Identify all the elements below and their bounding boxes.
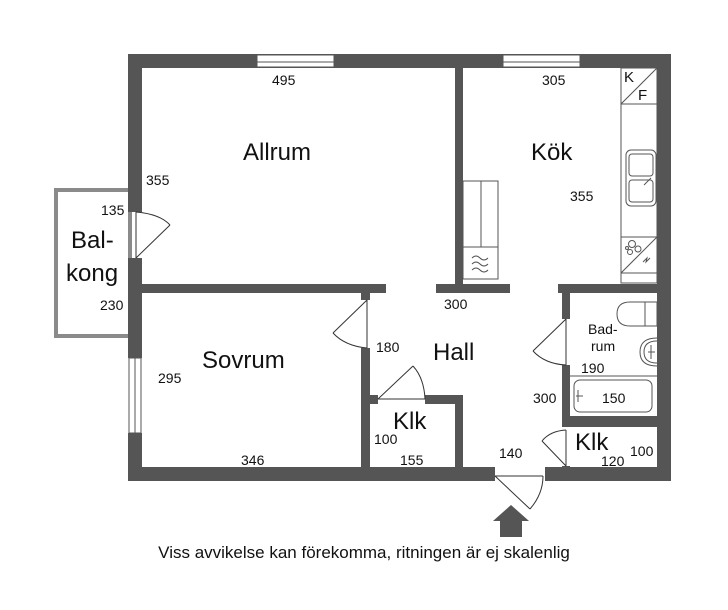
door-balcony[interactable] (135, 211, 171, 259)
window-kok (502, 54, 581, 68)
room-label-sovrum: Sovrum (202, 347, 285, 374)
room-label-allrum: Allrum (243, 139, 311, 166)
dim-allrum-width: 495 (272, 72, 296, 88)
dim-hall-entrance: 140 (499, 445, 523, 461)
dim-hall-top: 300 (444, 296, 468, 312)
window-sovrum (128, 357, 142, 434)
dim-klk-left-a: 100 (374, 431, 398, 447)
dim-allrum-depth: 355 (146, 172, 170, 188)
dim-klk-left-b: 155 (400, 452, 424, 468)
dim-kok-depth: 355 (570, 188, 594, 204)
stove-icon (625, 240, 651, 264)
room-label-klk-right: Klk (575, 429, 609, 456)
dim-sovrum-depth: 295 (158, 370, 182, 386)
door-badrum[interactable] (532, 318, 567, 366)
door-klk-left[interactable] (377, 365, 426, 400)
room-label-hall: Hall (433, 339, 474, 366)
freezer-label: F (638, 87, 647, 104)
dim-bathtub: 150 (602, 390, 626, 406)
sink-icon (625, 149, 657, 207)
ventilation-icon (471, 255, 489, 273)
dim-klk-right-b: 100 (630, 443, 654, 459)
dim-hall-right: 300 (533, 390, 557, 406)
fridge-label: K (624, 69, 634, 86)
door-klk-right[interactable] (541, 429, 567, 467)
dim-balkong-a: 135 (101, 202, 125, 218)
interior-walls (128, 54, 671, 481)
kitchen-cabinet-unit (462, 180, 499, 280)
dim-klk-right-a: 120 (601, 453, 625, 469)
entrance-arrow-icon (493, 505, 529, 537)
room-label-badrum-2: rum (591, 338, 615, 354)
dim-balkong-b: 230 (100, 297, 124, 313)
kitchen-counter (620, 67, 658, 284)
room-label-balkong-2: kong (66, 260, 118, 287)
disclaimer-caption: Viss avvikelse kan förekomma, ritningen … (158, 543, 570, 562)
dim-badrum-width: 190 (581, 360, 605, 376)
dim-kok-width: 305 (542, 72, 566, 88)
dim-hall-left: 180 (376, 339, 400, 355)
room-label-klk-left: Klk (393, 408, 427, 435)
door-sovrum[interactable] (332, 299, 368, 349)
door-entrance[interactable] (494, 475, 544, 510)
toilet-icon (616, 301, 658, 327)
room-label-kok: Kök (531, 139, 573, 166)
balcony-outline (54, 188, 132, 338)
room-label-balkong-1: Bal- (71, 227, 114, 254)
window-allrum (256, 54, 335, 68)
fridge-freezer-icon: K F (624, 69, 647, 104)
room-label-badrum-1: Bad- (588, 321, 618, 337)
dim-sovrum-width: 346 (241, 452, 265, 468)
washbasin-icon (639, 337, 658, 367)
bathtub-icon (570, 375, 657, 413)
